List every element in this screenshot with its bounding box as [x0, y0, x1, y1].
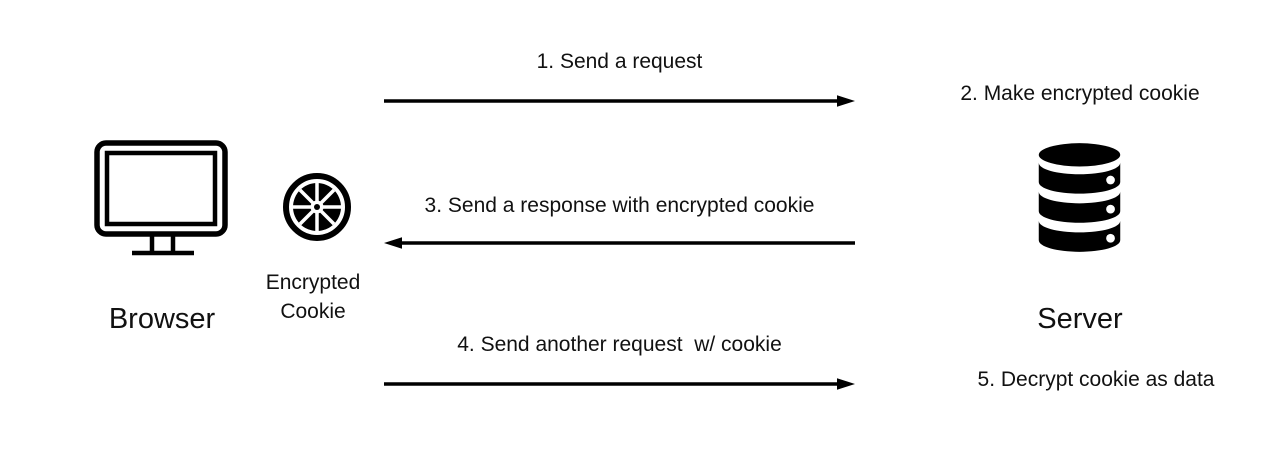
step-3-arrow-left — [384, 237, 855, 249]
encrypted-cookie-label: Encrypted Cookie — [233, 268, 393, 326]
step-5-label: 5. Decrypt cookie as data — [977, 368, 1215, 391]
step-1-arrow-right — [384, 95, 855, 107]
server-label: Server — [1037, 303, 1123, 335]
monitor-icon — [94, 140, 228, 256]
encrypted-cookie-label-line2: Cookie — [280, 300, 346, 323]
browser-label: Browser — [108, 303, 216, 335]
step-2-label: 2. Make encrypted cookie — [960, 82, 1200, 105]
step-1-label: 1. Send a request — [536, 50, 703, 73]
wheel-icon — [283, 173, 351, 241]
step-4-label: 4. Send another request w/ cookie — [457, 333, 782, 356]
encrypted-cookie-label-line1: Encrypted — [265, 271, 361, 294]
step-4-arrow-right — [384, 378, 855, 390]
database-icon — [1038, 143, 1121, 252]
step-3-label: 3. Send a response with encrypted cookie — [424, 194, 815, 217]
